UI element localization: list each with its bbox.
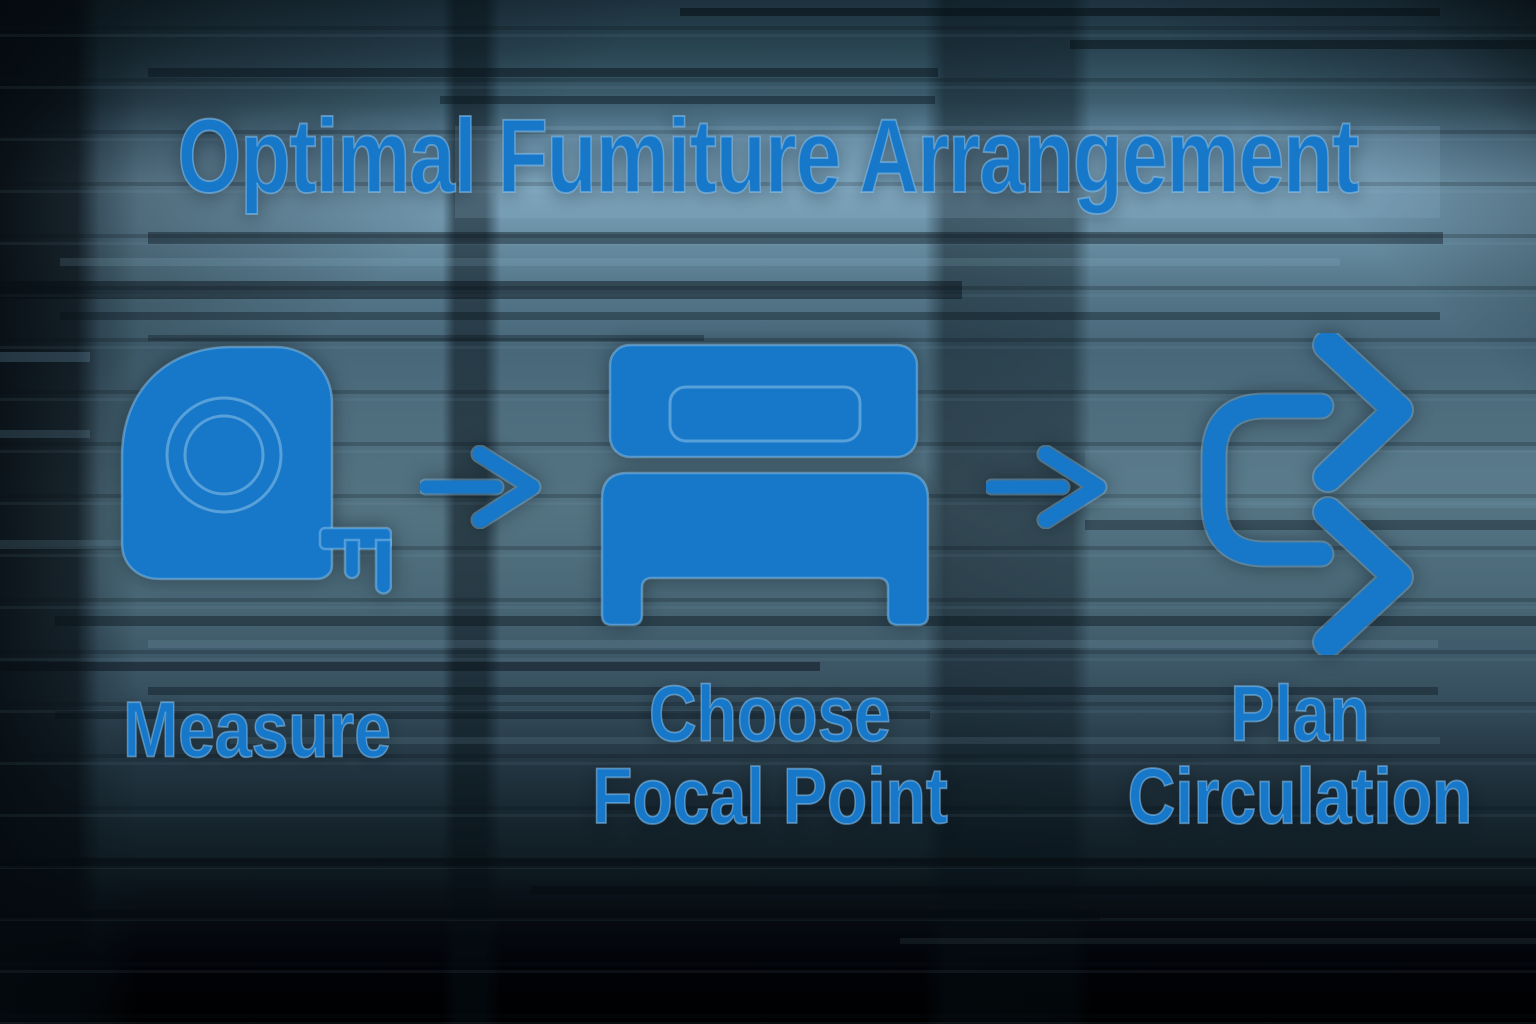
glitch-streak xyxy=(900,938,1536,944)
glitch-streak xyxy=(0,352,90,362)
page-title: Optimal Fumiture Arrangement xyxy=(177,98,1360,216)
glitch-streak xyxy=(148,68,938,77)
glitch-streak xyxy=(148,335,704,341)
glitch-streak xyxy=(0,858,1536,868)
step-label: Choose Focal Point xyxy=(591,668,948,841)
glitch-streak xyxy=(0,281,962,299)
circulation-arrows-icon xyxy=(1200,333,1414,655)
glitch-streak xyxy=(0,430,90,438)
glitch-streak xyxy=(680,8,1440,16)
glitch-streak xyxy=(530,886,1536,894)
glitch-streak xyxy=(1070,40,1536,49)
right-arrow-icon xyxy=(420,445,542,529)
glitch-streak xyxy=(148,232,1443,244)
glitch-streak xyxy=(60,312,1440,320)
step-label: Measure xyxy=(122,684,391,774)
glitch-streak xyxy=(0,910,1100,920)
glitch-streak xyxy=(60,258,1340,266)
tape-measure-icon xyxy=(120,345,392,595)
right-arrow-icon xyxy=(986,445,1108,529)
bed-icon xyxy=(600,343,930,627)
step-label: Plan Circulation xyxy=(1127,668,1473,841)
